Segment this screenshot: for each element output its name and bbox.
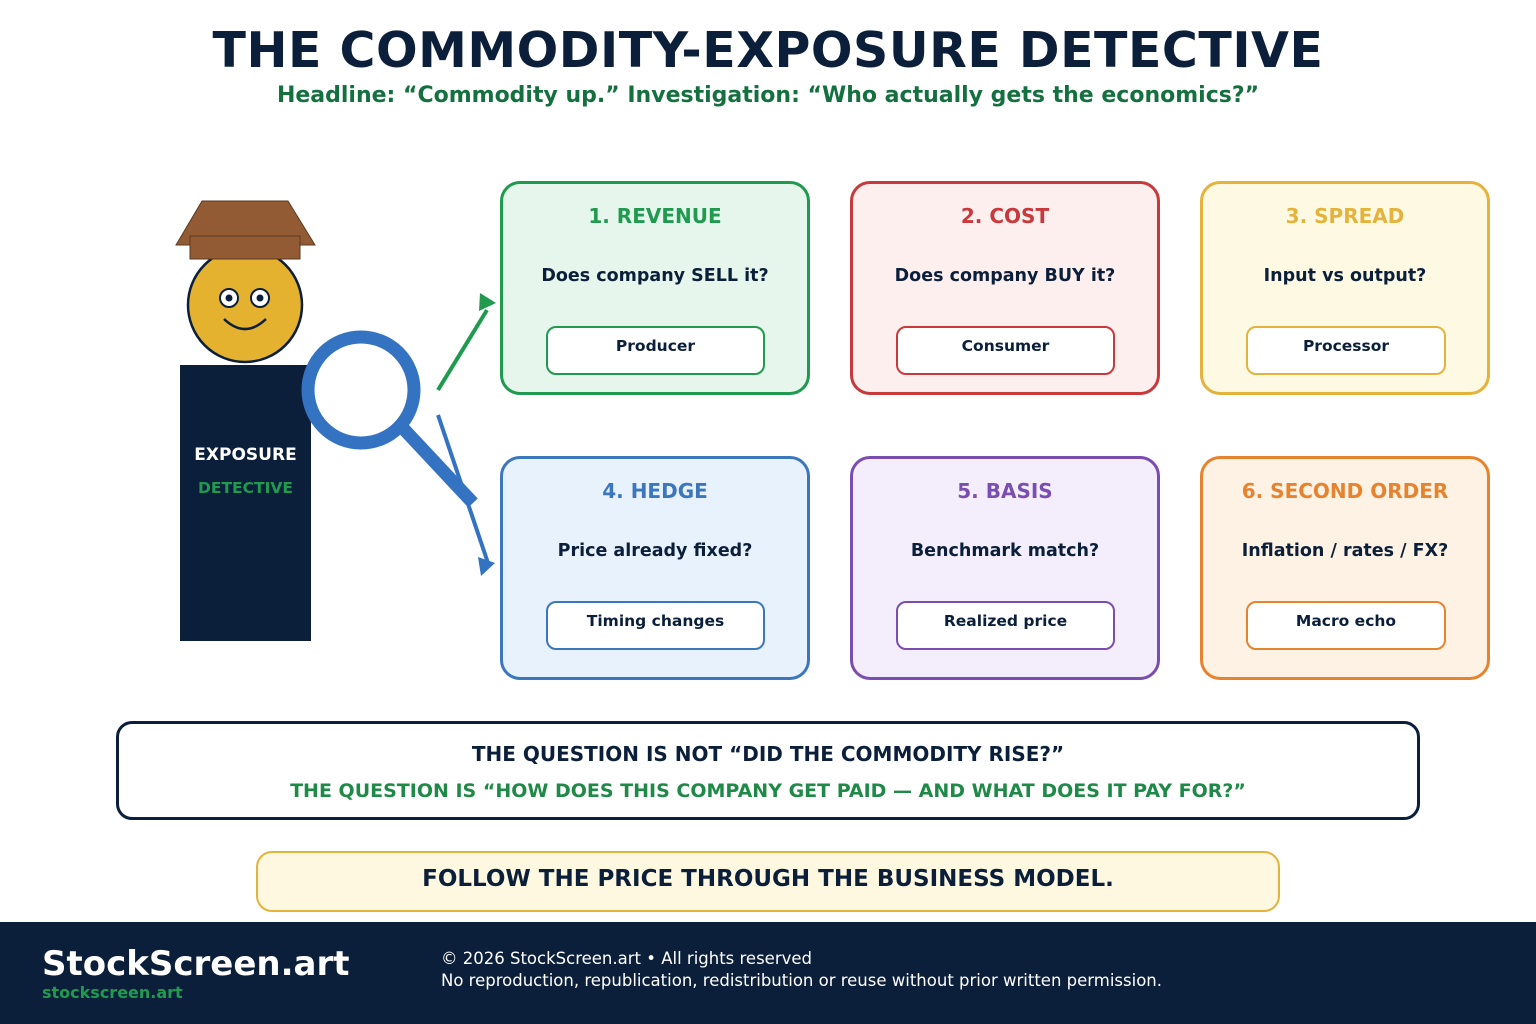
detective-label-line1: EXPOSURE [194,445,297,465]
card-second-order: 6. SECOND ORDER Inflation / rates / FX? … [1200,456,1490,680]
question-line-not: THE QUESTION IS NOT “DID THE COMMODITY R… [471,742,1065,766]
footer-brand-url[interactable]: stockscreen.art [42,983,183,1002]
card-cost: 2. COST Does company BUY it? Consumer [850,181,1160,395]
page-subtitle: Headline: “Commodity up.” Investigation:… [276,83,1260,108]
card-tag: Macro echo [1246,601,1446,650]
card-question: Does company SELL it? [541,266,769,286]
arrow-to-hedge [436,414,490,564]
card-hedge: 4. HEDGE Price already fixed? Timing cha… [500,456,810,680]
detective-body [180,365,311,641]
magnifier-lens-icon [301,330,421,450]
card-title: 3. SPREAD [1285,204,1405,228]
card-title: 4. HEDGE [602,479,708,503]
question-box: THE QUESTION IS NOT “DID THE COMMODITY R… [116,721,1420,820]
footer-rights-notice: No reproduction, republication, redistri… [441,971,1163,990]
card-tag: Processor [1246,326,1446,375]
card-basis: 5. BASIS Benchmark match? Realized price [850,456,1160,680]
detective-head [186,246,304,364]
card-question: Input vs output? [1263,266,1427,286]
card-tag: Consumer [896,326,1115,375]
question-line-is: THE QUESTION IS “HOW DOES THIS COMPANY G… [290,780,1246,802]
card-tag: Producer [546,326,765,375]
card-title: 2. COST [960,204,1050,228]
card-title: 6. SECOND ORDER [1241,479,1449,503]
footer: StockScreen.art stockscreen.art © 2026 S… [0,922,1536,1024]
card-question: Inflation / rates / FX? [1241,541,1449,561]
footer-copyright: © 2026 StockScreen.art • All rights rese… [441,949,813,968]
footer-brand: StockScreen.art [42,944,350,984]
detective-figure [175,200,496,641]
card-title: 1. REVENUE [588,204,722,228]
detective-label-line2: DETECTIVE [198,479,293,497]
card-revenue: 1. REVENUE Does company SELL it? Produce… [500,181,810,395]
card-question: Price already fixed? [557,541,753,561]
magnifier-handle [395,420,478,508]
card-title: 5. BASIS [957,479,1053,503]
smile-icon [223,318,267,331]
card-tag: Realized price [896,601,1115,650]
callout-banner: FOLLOW THE PRICE THROUGH THE BUSINESS MO… [256,851,1280,912]
card-spread: 3. SPREAD Input vs output? Processor [1200,181,1490,395]
card-tag: Timing changes [546,601,765,650]
card-question: Benchmark match? [910,541,1100,561]
page-title: THE COMMODITY-EXPOSURE DETECTIVE [212,22,1324,79]
card-question: Does company BUY it? [894,266,1116,286]
arrow-to-revenue [436,308,489,392]
